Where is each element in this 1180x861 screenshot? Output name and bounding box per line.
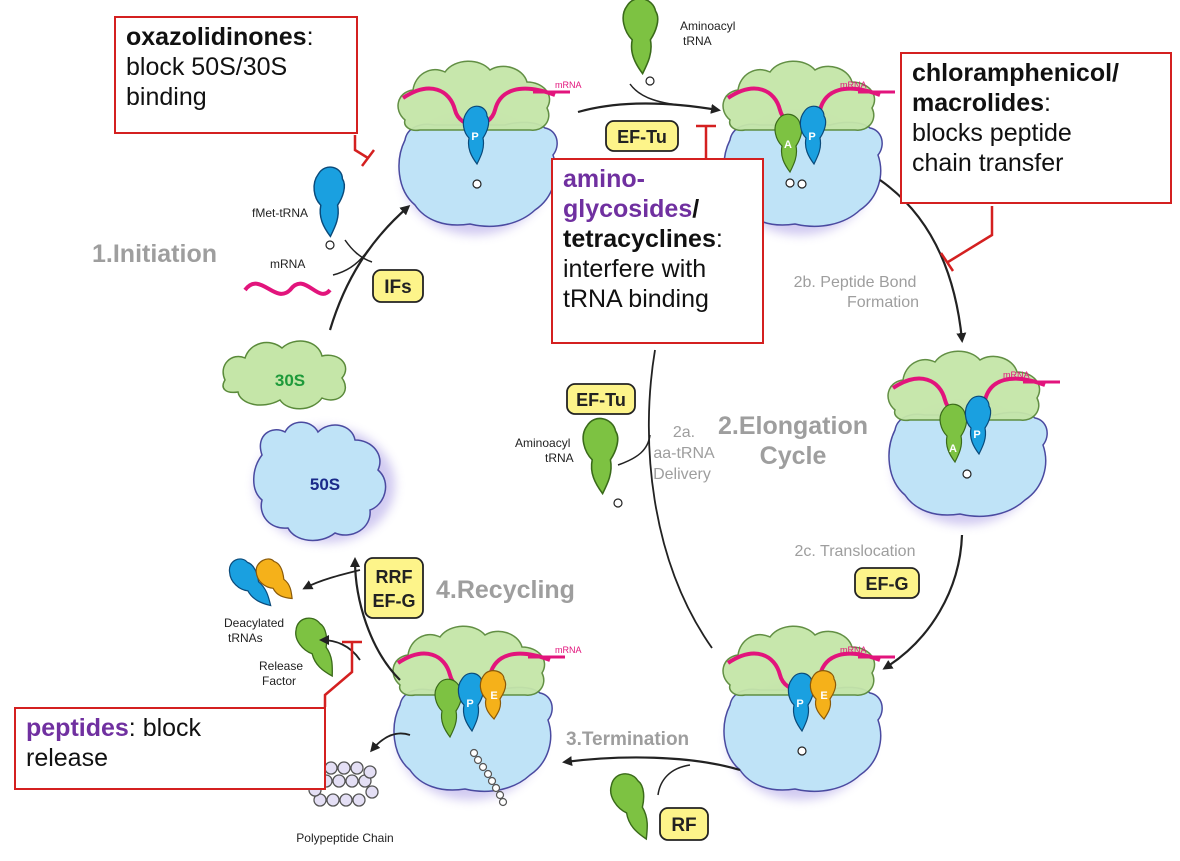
mrna-tag: mRNA [840,645,867,655]
aminoacyl-trna-top-label-2: tRNA [683,34,712,48]
site-a-label: A [949,443,957,455]
polypeptide-label: Polypeptide Chain [296,831,393,845]
phase-initiation: 1.Initiation [92,240,217,268]
callout-peptides: peptides: block release [14,707,326,790]
step-peptide-bond-1: 2b. Peptide Bond [794,274,917,291]
ribosome-translocated: P E mRNA [721,624,897,800]
site-p-label: P [466,698,473,710]
callout-chloramphenicol-macrolides: chloramphenicol/ macrolides: blocks pept… [900,52,1172,204]
polypeptide-beads [469,748,508,807]
subunit-30s [222,340,347,410]
arrow-release-factor [319,635,361,661]
free-mrna-label: mRNA [270,257,305,271]
badge-ifs: IFs [372,269,424,303]
badge-rf: RF [659,807,709,841]
site-p-label: P [471,131,478,143]
free-mrna [243,281,332,296]
aminoacyl-trna-top-label-1: Aminoacyl [680,19,735,33]
release-factor-free [604,768,661,846]
step-delivery-2: aa-tRNA [653,445,715,462]
site-e-label: E [490,690,497,702]
fmet-trna-label: fMet-tRNA [252,206,308,220]
aminoacyl-trna-mid-label-2: tRNA [545,451,574,465]
svg-text:IFs: IFs [384,277,411,298]
mrna-tag: mRNA [555,80,582,90]
arrow-release-trnas [302,569,361,590]
svg-text:EF-Tu: EF-Tu [617,127,667,147]
ribosome-aminoacyl-bound: A P mRNA [721,59,897,235]
phase-termination: 3.Termination [566,729,689,750]
inhibit-aminoglycosides [696,124,716,158]
aminoacyl-trna-top [622,0,659,86]
svg-text:EF-G: EF-G [373,591,416,611]
subunit-50s [253,421,395,543]
arrow-translocation [882,534,964,670]
badge-ef-tu-mid: EF-Tu [566,383,636,415]
deacylated-trnas [222,553,302,615]
arrow-polypeptide-out [370,732,411,753]
ribosome-termination: P E mRNA [391,624,582,807]
badge-ef-tu-top: EF-Tu [605,120,679,152]
arrow-mrna-join [332,249,369,276]
site-e-label: E [820,690,827,702]
step-delivery-3: Delivery [653,466,711,483]
callout-aminoglycosides-tetracyclines: amino- glycosides/ tetracyclines: interf… [551,158,764,344]
release-factor-label-2: Factor [262,674,296,688]
site-p-label: P [973,429,980,441]
step-delivery-1: 2a. [673,424,695,441]
arrow-peptide-bond [879,179,967,343]
step-translocation: 2c. Translocation [795,543,916,560]
inhibit-chloramphenicol [939,206,994,272]
arrow-termination [562,756,741,772]
deacylated-label-1: Deacylated [224,616,284,630]
mrna-tag: mRNA [555,645,582,655]
phase-elongation-1: 2.Elongation [718,412,868,440]
inhibit-peptides [323,640,362,707]
arrow-aa-trna-in [629,83,691,107]
inhibit-oxazolidinones [353,135,375,167]
arrow-recycling [350,557,401,681]
svg-text:EF-Tu: EF-Tu [576,390,626,410]
ribosome-peptide-bond: A P mRNA [886,349,1062,525]
aminoacyl-trna-mid [582,417,623,508]
step-peptide-bond-2: Formation [847,294,919,311]
phase-recycling: 4.Recycling [436,576,575,604]
callout-oxazolidinones: oxazolidinones: block 50S/30S binding [114,16,358,134]
svg-text:EF-G: EF-G [866,574,909,594]
ribosome-initiation-complex: P mRNA [396,59,582,235]
arrow-initiation [328,205,411,331]
release-factor-label-1: Release [259,659,303,673]
mrna-tag: mRNA [1003,370,1030,380]
arrow-trna-join [344,239,373,263]
svg-text:RF: RF [671,815,696,836]
arrow-elongation-inner [647,349,713,649]
site-a-label: A [784,139,792,151]
arrow-to-elongation [577,102,721,114]
aminoacyl-trna-mid-label-1: Aminoacyl [515,436,570,450]
deacylated-label-2: tRNAs [228,631,263,645]
badge-rrf-ef-g: RRF EF-G [364,557,424,619]
badge-ef-g: EF-G [854,567,920,599]
svg-text:RRF: RRF [376,567,413,587]
mrna-tag: mRNA [840,80,867,90]
arrow-rf-in [657,764,691,796]
site-p-label: P [796,698,803,710]
subunit-50s-label: 50S [310,475,340,494]
subunit-30s-label: 30S [275,371,305,390]
site-p-label: P [808,131,815,143]
phase-elongation-2: Cycle [760,442,827,470]
fmet-trna [313,166,346,250]
arrow-delivery-branch [617,434,651,466]
